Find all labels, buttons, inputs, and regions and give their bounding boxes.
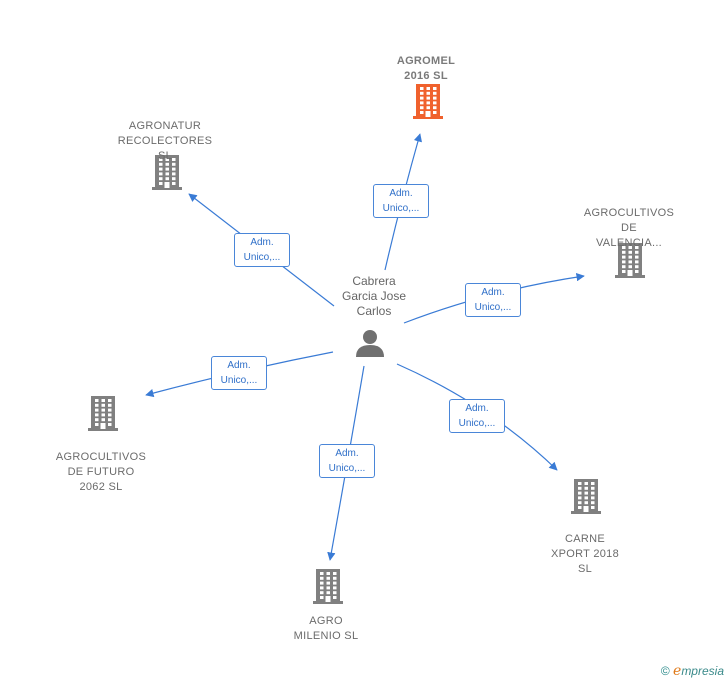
company-label-carne-xport[interactable]: CARNE XPORT 2018 SL	[550, 533, 620, 575]
company-label-agrocultivos-valencia[interactable]: AGROCULTIVOS DE VALENCIA...	[583, 207, 675, 249]
center-person-name[interactable]: Cabrera Garcia Jose Carlos	[341, 274, 407, 318]
edge-label-agrocultivos-futuro[interactable]: Adm. Unico,...	[211, 356, 267, 390]
building-icon-carne-xport[interactable]	[571, 478, 601, 514]
brand-initial: e	[673, 663, 682, 679]
brand-name: mpresia	[681, 664, 724, 678]
building-icon-agromel[interactable]	[413, 83, 443, 119]
edge-label-agrocultivos-valencia[interactable]: Adm. Unico,...	[465, 283, 521, 317]
building-icon-agrocultivos-futuro[interactable]	[88, 395, 118, 431]
company-label-agrocultivos-futuro[interactable]: AGROCULTIVOS DE FUTURO 2062 SL	[55, 451, 147, 493]
edge-label-agromel[interactable]: Adm. Unico,...	[373, 184, 429, 218]
company-label-agronatur[interactable]: AGRONATUR RECOLECTORES SL	[117, 120, 213, 162]
edge-label-carne-xport[interactable]: Adm. Unico,...	[449, 399, 505, 433]
edge-label-agro-milenio[interactable]: Adm. Unico,...	[319, 444, 375, 478]
person-icon[interactable]	[355, 328, 385, 358]
company-label-agromel[interactable]: AGROMEL 2016 SL	[396, 55, 456, 82]
copyright-symbol: ©	[660, 664, 670, 678]
footer-brand: © empresia	[661, 663, 724, 679]
building-icon-agro-milenio[interactable]	[313, 568, 343, 604]
building-icon-agronatur[interactable]	[152, 154, 182, 190]
company-label-agro-milenio[interactable]: AGRO MILENIO SL	[293, 615, 359, 642]
edge-label-agronatur[interactable]: Adm. Unico,...	[234, 233, 290, 267]
building-icon-agrocultivos-valencia[interactable]	[615, 242, 645, 278]
